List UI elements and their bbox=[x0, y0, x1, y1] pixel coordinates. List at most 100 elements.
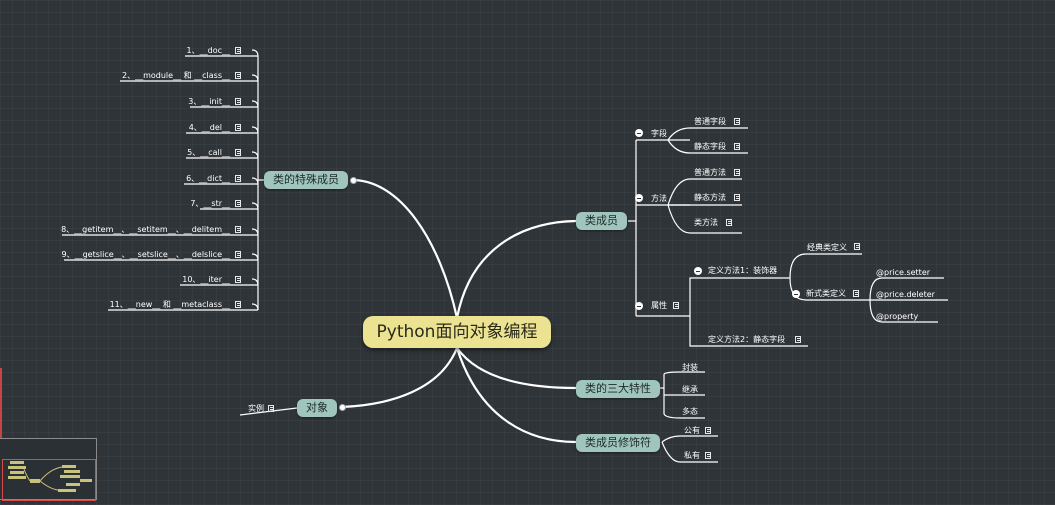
topic-three-traits[interactable]: 类的三大特性 bbox=[576, 380, 660, 398]
note-icon[interactable] bbox=[235, 175, 241, 182]
note-icon[interactable] bbox=[854, 243, 860, 250]
topic-class-members[interactable]: 类成员 bbox=[576, 212, 627, 230]
leaf-encapsulation[interactable]: 封装 bbox=[682, 363, 698, 372]
connector-line bbox=[251, 126, 259, 134]
leaf-inheritance[interactable]: 继承 bbox=[682, 385, 698, 394]
connector-line bbox=[251, 202, 259, 210]
leaf-special-member[interactable]: 8、__getitem__、__setitem__、__delitem__ bbox=[61, 225, 230, 234]
note-icon[interactable] bbox=[853, 290, 859, 297]
note-icon[interactable] bbox=[795, 336, 801, 343]
note-icon[interactable] bbox=[235, 276, 241, 283]
connector-line bbox=[251, 253, 259, 261]
connector-root-traits bbox=[456, 347, 577, 390]
connector-line bbox=[667, 127, 748, 141]
branch-def-static-field[interactable]: 定义方法2：静态字段 bbox=[708, 335, 786, 344]
branch-property[interactable]: 属性 bbox=[651, 301, 667, 310]
leaf-special-member[interactable]: 10、__iter__ bbox=[182, 275, 230, 284]
leaf-static-method[interactable]: 静态方法 bbox=[694, 193, 726, 202]
connector-line bbox=[667, 139, 748, 154]
leaf-polymorphism[interactable]: 多态 bbox=[682, 407, 698, 416]
connector-line bbox=[869, 299, 938, 323]
note-icon[interactable] bbox=[734, 194, 740, 201]
note-icon[interactable] bbox=[726, 219, 732, 226]
leaf-special-member[interactable]: 4、__del__ bbox=[188, 123, 230, 132]
leaf-private[interactable]: 私有 bbox=[684, 451, 700, 460]
collapse-icon[interactable] bbox=[635, 194, 643, 202]
root-topic[interactable]: Python面向对象编程 bbox=[363, 316, 551, 348]
collapse-handle-object[interactable] bbox=[339, 404, 346, 411]
minimap-preview bbox=[8, 461, 92, 492]
leaf-special-member[interactable]: 3、__init__ bbox=[188, 97, 230, 106]
note-icon[interactable] bbox=[705, 427, 711, 434]
leaf-class-method[interactable]: 类方法 bbox=[694, 218, 718, 227]
leaf-price-setter[interactable]: @price.setter bbox=[876, 268, 931, 277]
leaf-public[interactable]: 公有 bbox=[684, 426, 700, 435]
note-icon[interactable] bbox=[734, 143, 740, 150]
connector-line bbox=[869, 277, 944, 301]
connector-line bbox=[251, 74, 259, 82]
connector-root-modifiers bbox=[455, 347, 577, 444]
connector-line bbox=[661, 435, 718, 443]
note-icon[interactable] bbox=[235, 149, 241, 156]
note-icon[interactable] bbox=[705, 452, 711, 459]
collapse-icon[interactable] bbox=[635, 129, 643, 137]
leaf-price-deleter[interactable]: @price.deleter bbox=[876, 290, 935, 299]
note-icon[interactable] bbox=[235, 98, 241, 105]
note-icon[interactable] bbox=[235, 200, 241, 207]
leaf-special-member[interactable]: 1、__doc__ bbox=[186, 46, 230, 55]
note-icon[interactable] bbox=[235, 251, 241, 258]
topic-object[interactable]: 对象 bbox=[297, 399, 337, 417]
topic-special-members[interactable]: 类的特殊成员 bbox=[264, 171, 348, 189]
collapse-icon[interactable] bbox=[792, 290, 800, 298]
collapse-icon[interactable] bbox=[694, 267, 702, 275]
connector-line bbox=[689, 277, 790, 316]
window-edge-marker bbox=[0, 368, 2, 500]
topic-member-modifiers[interactable]: 类成员修饰符 bbox=[576, 434, 660, 452]
connector-line bbox=[667, 204, 742, 234]
branch-field[interactable]: 字段 bbox=[651, 129, 667, 138]
note-icon[interactable] bbox=[235, 226, 241, 233]
note-icon[interactable] bbox=[268, 405, 274, 412]
minimap-viewport[interactable] bbox=[2, 459, 96, 501]
leaf-classic-def[interactable]: 经典类定义 bbox=[807, 243, 847, 252]
branch-newstyle-def[interactable]: 新式类定义 bbox=[806, 289, 846, 298]
connector-line bbox=[251, 151, 259, 159]
leaf-instance[interactable]: 实例 bbox=[248, 404, 264, 413]
leaf-special-member[interactable]: 6、__dict__ bbox=[186, 174, 230, 183]
leaf-normal-field[interactable]: 普通字段 bbox=[694, 117, 726, 126]
leaf-special-member[interactable]: 2、__module__ 和 __class__ bbox=[121, 71, 230, 80]
leaf-property[interactable]: @property bbox=[876, 312, 919, 321]
minimap[interactable] bbox=[0, 438, 97, 501]
leaf-normal-method[interactable]: 普通方法 bbox=[694, 168, 726, 177]
collapse-icon[interactable] bbox=[635, 302, 643, 310]
note-icon[interactable] bbox=[673, 302, 679, 309]
note-icon[interactable] bbox=[235, 47, 241, 54]
connector-line bbox=[663, 371, 705, 375]
connector-root-members bbox=[455, 219, 577, 319]
leaf-special-member[interactable]: 7、__str__ bbox=[190, 199, 230, 208]
connector-line bbox=[663, 413, 705, 419]
branch-method[interactable]: 方法 bbox=[651, 194, 667, 203]
note-icon[interactable] bbox=[235, 301, 241, 308]
connector-line bbox=[251, 228, 259, 236]
leaf-special-member[interactable]: 5、__call__ bbox=[187, 148, 230, 157]
note-icon[interactable] bbox=[734, 169, 740, 176]
connector-line bbox=[251, 49, 259, 57]
collapse-handle-special[interactable] bbox=[350, 177, 357, 184]
note-icon[interactable] bbox=[734, 118, 740, 125]
leaf-static-field[interactable]: 静态字段 bbox=[694, 142, 726, 151]
connector-line bbox=[789, 253, 862, 279]
connector-line bbox=[661, 441, 718, 463]
connector-line bbox=[251, 177, 259, 185]
connector-line bbox=[667, 178, 742, 206]
leaf-special-member[interactable]: 11、__new__ 和 __metaclass__ bbox=[109, 300, 230, 309]
branch-def-decorator[interactable]: 定义方法1：装饰器 bbox=[708, 266, 778, 275]
connector-line bbox=[251, 278, 259, 286]
note-icon[interactable] bbox=[235, 124, 241, 131]
connector-line bbox=[251, 100, 259, 108]
connector-root-special bbox=[351, 178, 459, 319]
note-icon[interactable] bbox=[235, 72, 241, 79]
leaf-special-member[interactable]: 9、__getslice__、__setslice__、__delslice__ bbox=[61, 250, 230, 259]
connector-root-object bbox=[341, 347, 459, 409]
